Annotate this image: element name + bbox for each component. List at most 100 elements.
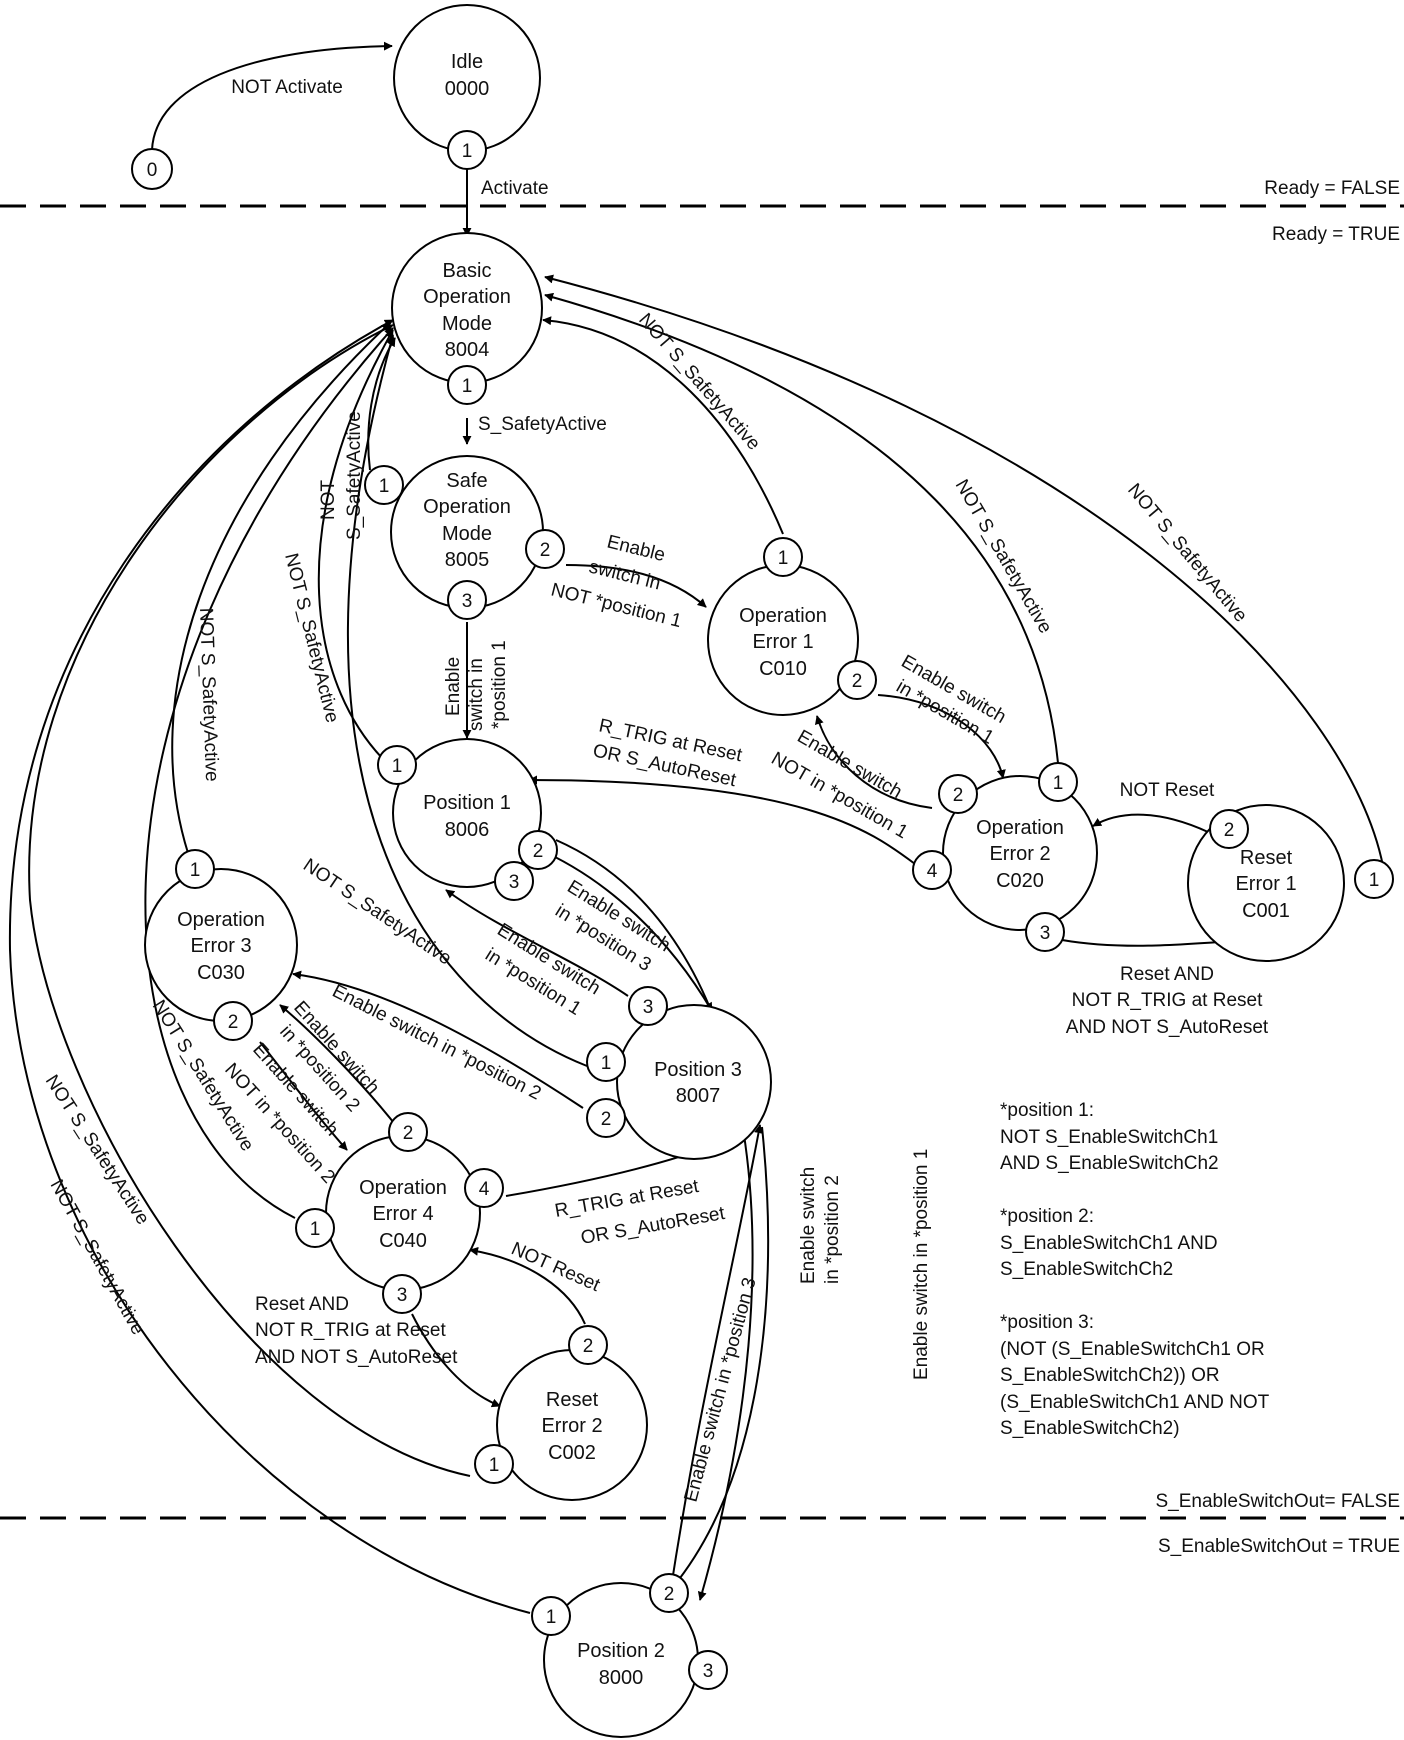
label-pos1-to-basic: NOT S_SafetyActive	[280, 551, 342, 725]
svg-text:2: 2	[852, 671, 863, 692]
label-err3-to-basic: NOT S_SafetyActive	[195, 607, 222, 782]
state-basic-code: 8004	[445, 339, 490, 361]
state-err2-line1: Operation	[976, 817, 1064, 839]
port-err4-3: 3	[382, 1274, 422, 1314]
svg-text:1: 1	[462, 141, 473, 162]
edge-safe-to-basic	[367, 337, 396, 471]
svg-text:2: 2	[228, 1012, 239, 1033]
svg-text:3: 3	[1040, 923, 1051, 944]
edge-err3-to-err4	[259, 1041, 348, 1151]
edge-reset1-to-basic	[544, 274, 1384, 867]
svg-text:4: 4	[927, 861, 938, 882]
port-err1-2: 2	[837, 660, 877, 700]
svg-text:1: 1	[462, 376, 473, 397]
edge-init-to-idle	[151, 41, 393, 151]
state-basic-line3: Mode	[442, 313, 492, 335]
edge-err2-to-basic	[544, 292, 1059, 764]
edge-pos2-to-basic	[8, 319, 531, 1614]
edge-pos3-to-err3	[292, 970, 584, 1109]
state-position-2: Position 2 8000	[543, 1582, 699, 1738]
state-err4-line2: Error 4	[372, 1203, 433, 1225]
state-reset2-code: C002	[548, 1442, 596, 1464]
position-definitions: *position 1: NOT S_EnableSwitchCh1 AND S…	[1000, 1100, 1270, 1439]
state-operation-error-3: Operation Error 3 C030	[144, 868, 298, 1022]
port-reset2-1: 1	[474, 1444, 514, 1484]
state-err1-line2: Error 1	[752, 631, 813, 653]
label-s-safety-active: S_SafetyActive	[478, 414, 607, 435]
label-pos2-to-pos3-1: Enable switch	[798, 1167, 819, 1284]
svg-text:1: 1	[778, 548, 789, 569]
edge-pos3-to-basic	[346, 334, 588, 1067]
label-err2-to-reset1-2: NOT R_TRIG at Reset	[1072, 990, 1263, 1011]
initial-node: 0	[131, 148, 173, 190]
port-err4-1: 1	[295, 1208, 335, 1248]
note-line-6: S_EnableSwitchCh1 AND	[1000, 1233, 1218, 1254]
svg-text:2: 2	[953, 785, 964, 806]
state-basic-line1: Basic	[443, 260, 492, 282]
svg-text:3: 3	[397, 1285, 408, 1306]
label-err1-to-basic: NOT S_SafetyActive	[634, 310, 764, 455]
label-not-activate: NOT Activate	[231, 77, 343, 98]
state-basic-line2: Operation	[423, 286, 511, 308]
edge-pos3-to-pos1	[445, 889, 629, 997]
port-err2-1: 1	[1038, 762, 1078, 802]
edge-pos3-to-pos2	[672, 1126, 770, 1588]
label-err2-to-reset1-3: AND NOT S_AutoReset	[1066, 1017, 1269, 1038]
note-line-13: S_EnableSwitchCh2)	[1000, 1418, 1180, 1439]
label-activate: Activate	[481, 178, 549, 199]
edge-labels: NOT Activate Activate S_SafetyActive NOT…	[41, 77, 1269, 1504]
note-line-10: (NOT (S_EnableSwitchCh1 OR	[1000, 1339, 1265, 1360]
state-safe-line3: Mode	[442, 523, 492, 545]
state-reset1-code: C001	[1242, 900, 1290, 922]
ready-false-label: Ready = FALSE	[1264, 178, 1400, 199]
note-line-1: *position 1:	[1000, 1100, 1094, 1121]
ports: 1 1 1 2 3 1 2 1 2 3 2 1 4 3 2 1 1 2 3 1 …	[175, 130, 1394, 1690]
note-line-9: *position 3:	[1000, 1312, 1094, 1333]
svg-text:2: 2	[583, 1336, 594, 1357]
port-err4-2: 2	[388, 1112, 428, 1152]
port-safe-3: 3	[447, 580, 487, 620]
state-operation-error-2: Operation Error 2 C020	[942, 775, 1098, 931]
svg-text:3: 3	[462, 591, 473, 612]
edge-pos1-to-pos3	[535, 847, 713, 1012]
label-safe-to-pos1-1: Enable	[443, 657, 464, 716]
note-line-2: NOT S_EnableSwitchCh1	[1000, 1127, 1218, 1148]
state-position-3: Position 3 8007	[616, 1004, 772, 1160]
state-err2-code: C020	[996, 870, 1044, 892]
port-pos3-3: 3	[628, 986, 668, 1026]
svg-text:1: 1	[190, 860, 201, 881]
edge-pos1-to-basic	[317, 329, 394, 767]
state-err2-line2: Error 2	[989, 843, 1050, 865]
state-idle: Idle 0000	[393, 4, 541, 152]
note-line-3: AND S_EnableSwitchCh2	[1000, 1153, 1219, 1174]
label-err4-to-reset2-3: AND NOT S_AutoReset	[255, 1347, 458, 1368]
label-safe-to-pos1-3: *position 1	[489, 640, 510, 729]
label-reset1-to-err2: NOT Reset	[1120, 780, 1215, 801]
note-line-7: S_EnableSwitchCh2	[1000, 1259, 1173, 1280]
port-err2-3: 3	[1025, 912, 1065, 952]
svg-text:1: 1	[1369, 870, 1380, 891]
port-pos2-3: 3	[688, 1650, 728, 1690]
state-idle-code: 0000	[445, 78, 490, 100]
state-safe-code: 8005	[445, 549, 490, 571]
label-err2-to-basic: NOT S_SafetyActive	[951, 476, 1056, 637]
edge-err2-to-err1	[814, 715, 933, 809]
svg-text:2: 2	[601, 1109, 612, 1130]
state-basic-operation-mode: Basic Operation Mode 8004	[391, 232, 543, 384]
state-err3-code: C030	[197, 962, 245, 984]
edge-err1-to-basic	[542, 316, 784, 535]
state-err1-line1: Operation	[739, 605, 827, 627]
label-err2-to-reset1-1: Reset AND	[1120, 964, 1214, 985]
edge-reset2-to-err4	[469, 1246, 586, 1325]
svg-text:3: 3	[643, 997, 654, 1018]
state-err1-code: C010	[759, 658, 807, 680]
state-idle-name: Idle	[451, 51, 483, 73]
port-err2-4: 4	[912, 850, 952, 890]
state-err3-line1: Operation	[177, 909, 265, 931]
edge-err2-to-pos1	[528, 775, 916, 865]
port-err2-2: 2	[938, 774, 978, 814]
port-reset1-1: 1	[1354, 859, 1394, 899]
state-safe-line1: Safe	[446, 470, 487, 492]
